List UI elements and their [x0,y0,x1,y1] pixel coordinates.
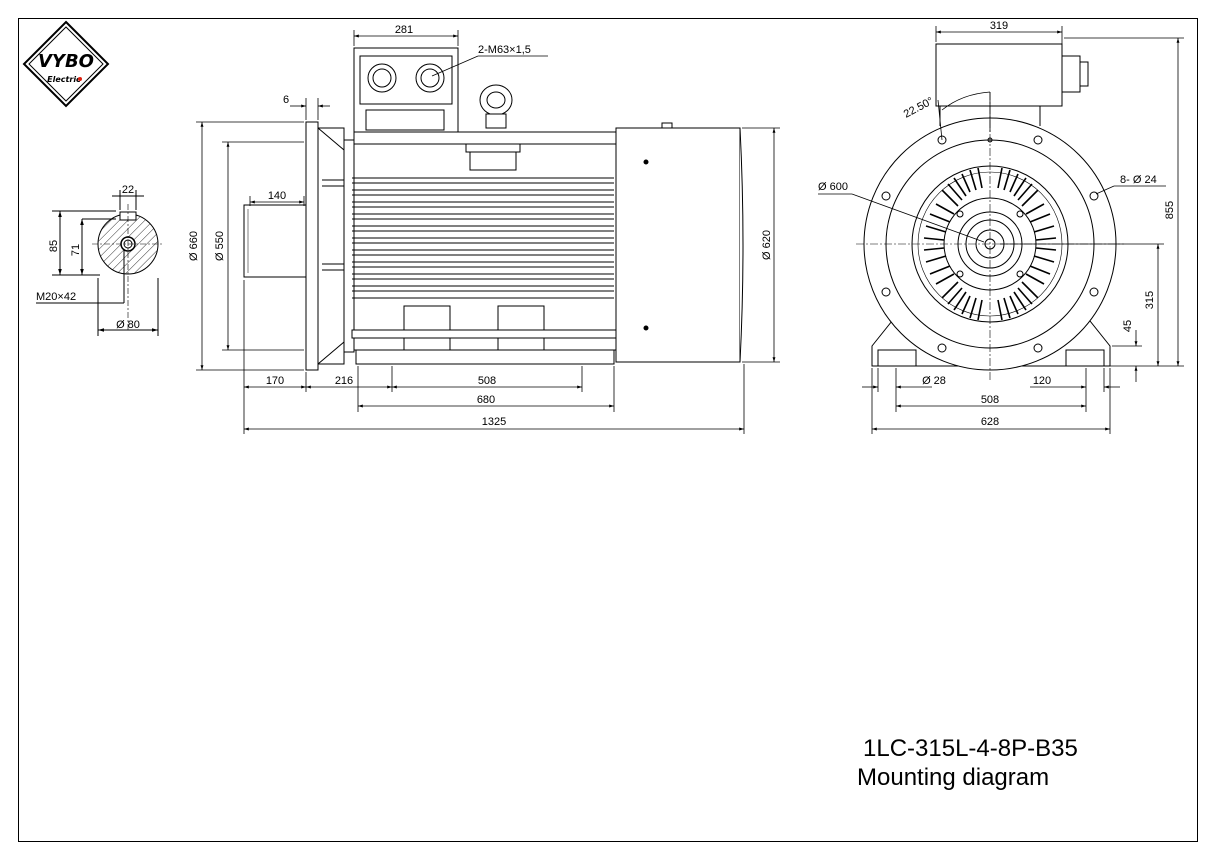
side-view-fins [352,177,614,299]
a-dimension-label: 508 [981,394,999,406]
company-logo: VYBO Electric [22,20,110,108]
shaft-height-label: 315 [1144,291,1156,309]
angle-label: 22.50° [902,95,936,121]
end-box-width-label: 319 [990,20,1008,32]
overall-height-label: 855 [1164,201,1176,219]
shaft-length-label: 170 [266,375,284,387]
model-title: 1LC-315L-4-8P-B35 [863,735,1078,762]
side-view [243,47,617,371]
pcd-label: Ø 600 [818,181,848,193]
drawing-frame [18,18,1198,842]
diagram-subtitle: Mounting diagram [857,764,1050,791]
foot-width-label: 120 [1033,375,1051,387]
flange-holes-label: 8- Ø 24 [1120,174,1157,186]
fan-cover-diameter-label: Ø 620 [761,230,773,260]
shaft-section-view [36,190,164,336]
shaft-offset-label: 140 [268,190,286,202]
foot-thickness-label: 45 [1122,320,1134,332]
key-width-label: 22 [122,184,134,196]
end-view [856,43,1124,380]
flange-diameter-label: Ø 660 [188,231,200,261]
end-view-dimensions [818,26,1184,434]
logo-sub: Electric [47,75,81,84]
c-dimension-label: 216 [335,375,353,387]
foot-hole-label: Ø 28 [922,375,946,387]
overall-width-label: 628 [981,416,999,428]
shaft-height-71-label: 71 [70,244,82,256]
spigot-diameter-label: Ø 550 [214,231,226,261]
logo-brand: VYBO [38,51,94,72]
terminal-box-width-label: 281 [395,24,413,36]
flange-thickness-label: 6 [283,94,289,106]
side-view-dimensions [196,30,780,434]
end-view-fins [923,167,1057,321]
thread-label: M20×42 [36,291,76,303]
b-dimension-label: 508 [478,375,496,387]
shaft-diameter-label: Ø 80 [116,319,140,331]
shaft-height-85-label: 85 [48,240,60,252]
cable-glands-label: 2-M63×1,5 [478,44,531,56]
title-block: 1LC-315L-4-8P-B35 Mounting diagram [857,734,1078,792]
side-view-feet [351,122,744,365]
foot-length-label: 680 [477,394,495,406]
overall-length-label: 1325 [482,416,506,428]
